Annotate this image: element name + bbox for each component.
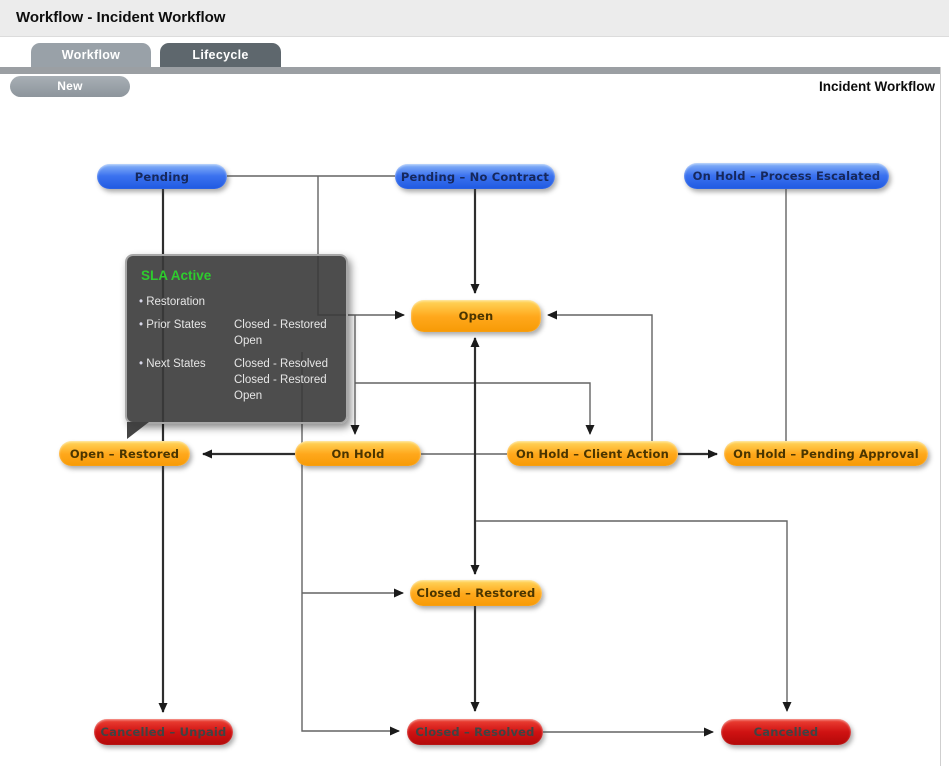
tooltip-row-label: Restoration [139, 294, 234, 310]
tooltip-row-values [234, 294, 336, 310]
tab-workflow[interactable]: Workflow [31, 43, 151, 67]
tooltip-value: Closed - Resolved [234, 358, 328, 370]
content-right-border [940, 67, 941, 766]
connector-line [301, 352, 400, 736]
tooltip-row: Prior States Closed - Restored Open [139, 317, 336, 349]
node-cancelled[interactable]: Cancelled [721, 719, 851, 745]
node-on-hold-pending-approval[interactable]: On Hold – Pending Approval [724, 441, 928, 466]
node-pending[interactable]: Pending [97, 164, 227, 189]
node-on-hold-client-action[interactable]: On Hold – Client Action [507, 441, 678, 466]
tooltip-value: Open [234, 335, 263, 347]
node-cancelled-unpaid[interactable]: Cancelled – Unpaid [94, 719, 233, 745]
sla-tooltip: SLA Active Restoration Prior States Clos… [125, 254, 348, 424]
tooltip-tail [127, 422, 149, 439]
node-closed-resolved[interactable]: Closed – Resolved [407, 719, 543, 745]
tooltip-row: Next States Closed - Resolved Closed - R… [139, 356, 336, 404]
node-closed-restored[interactable]: Closed – Restored [410, 580, 542, 606]
new-button[interactable]: New [10, 76, 130, 97]
tooltip-row: Restoration [139, 294, 336, 310]
tab-divider-bar [0, 67, 941, 74]
window-header: Workflow - Incident Workflow [0, 0, 949, 37]
page-title: Workflow - Incident Workflow [16, 9, 226, 26]
tooltip-row-label: Next States [139, 356, 234, 404]
node-open-restored[interactable]: Open – Restored [59, 441, 190, 466]
tooltip-row-values: Closed - Restored Open [234, 317, 336, 349]
connector-line [355, 382, 595, 435]
tooltip-row-values: Closed - Resolved Closed - Restored Open [234, 356, 336, 404]
node-open[interactable]: Open [411, 300, 541, 332]
node-pending-no-contract[interactable]: Pending – No Contract [395, 164, 555, 189]
tooltip-value: Closed - Restored [234, 319, 327, 331]
tooltip-title: SLA Active [141, 268, 212, 283]
tooltip-value: Open [234, 390, 263, 402]
node-on-hold-process-escalated[interactable]: On Hold – Process Escalated [684, 163, 889, 189]
connector-line [547, 310, 653, 441]
connector-line [476, 520, 792, 712]
tooltip-row-label: Prior States [139, 317, 234, 349]
tooltip-value: Closed - Restored [234, 374, 327, 386]
tab-lifecycle[interactable]: Lifecycle [160, 43, 281, 67]
context-title: Incident Workflow [818, 79, 935, 94]
node-on-hold[interactable]: On Hold [295, 441, 421, 466]
